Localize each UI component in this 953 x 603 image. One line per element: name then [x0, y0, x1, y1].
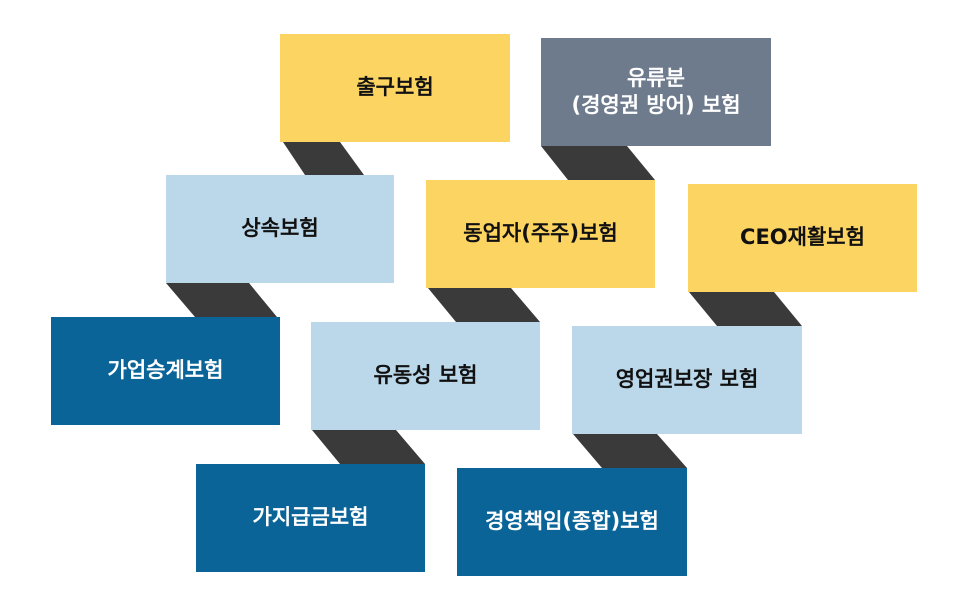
box-yuryubun-insurance: 유류분 (경영권 방어) 보험: [541, 38, 771, 146]
box-sangsok-insurance: 상속보험: [166, 175, 394, 283]
box-management-liability-insurance: 경영책임(종합)보험: [457, 468, 687, 576]
box-provisional-payment-insurance: 가지급금보험: [196, 464, 425, 572]
box-ceo-rehab-insurance: CEO재활보험: [688, 184, 917, 292]
connector-yuryubun-dongeopja: [541, 146, 655, 180]
box-gaeop-succession-insurance: 가업승계보험: [51, 317, 280, 425]
box-goodwill-insurance: 영업권보장 보험: [572, 326, 802, 434]
box-liquidity-insurance: 유동성 보험: [311, 322, 540, 430]
box-dongeopja-insurance: 동업자(주주)보험: [426, 180, 655, 288]
connector-dongeopja-yudongsung: [428, 288, 540, 322]
box-chulgu-insurance: 출구보험: [280, 34, 510, 142]
connector-ceo-yeongeopgwon: [689, 292, 802, 326]
connector-sangsok-gaeop: [166, 283, 277, 317]
connector-yudongsung-gajigeupgeum: [312, 430, 425, 464]
connector-yeongeopgwon-gyeongyeong: [573, 434, 687, 468]
connector-chulgu-sangsok: [283, 142, 364, 175]
